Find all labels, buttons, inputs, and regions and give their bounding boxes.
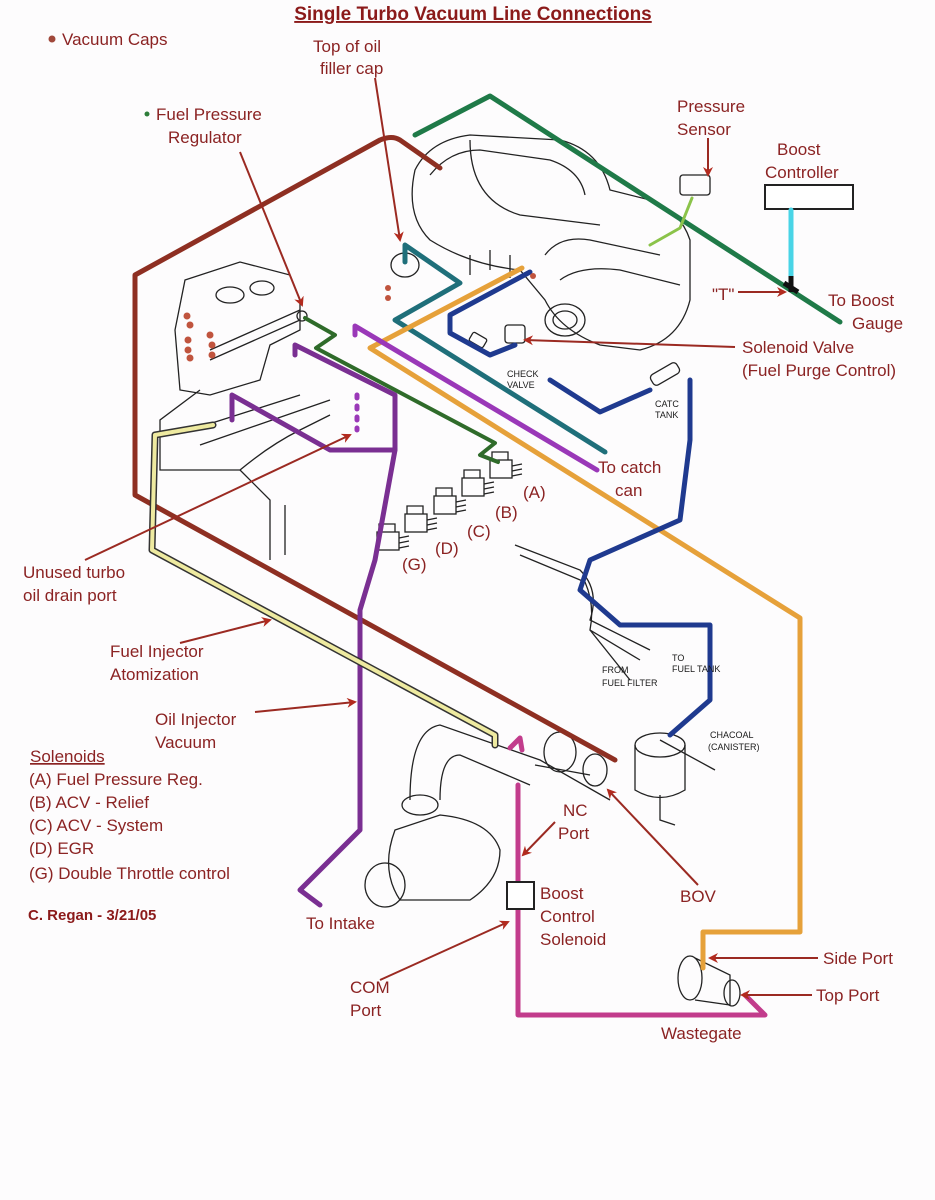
solenoid-legend-a: (A) Fuel Pressure Reg. <box>29 770 203 789</box>
hose-purple-catch-can <box>352 323 600 473</box>
charcoal-canister-sketch <box>634 732 716 826</box>
hose-purple-oil-injector <box>292 342 398 908</box>
label-bcs-1: Boost <box>540 884 584 903</box>
vacuum-cap-dots <box>183 273 536 362</box>
solenoid-legend-g: (G) Double Throttle control <box>29 864 230 883</box>
label-boost-controller-2: Controller <box>765 163 839 182</box>
hose-lime-pressure-sensor <box>648 196 694 247</box>
label-solenoid-valve-2: (Fuel Purge Control) <box>742 361 896 380</box>
label-tee: "T" <box>712 285 734 304</box>
label-unused-turbo-1: Unused turbo <box>23 563 125 582</box>
hose-purple-injector-feed <box>229 392 398 453</box>
label-to-catch-can-1: To catch <box>598 458 661 477</box>
solenoid-legend-c: (C) ACV - System <box>29 816 163 835</box>
fpr-bullet-icon <box>144 111 150 117</box>
label-bcs-2: Control <box>540 907 595 926</box>
label-charcoal-1: CHACOAL <box>710 730 754 740</box>
label-to-catch-can-2: can <box>615 481 642 500</box>
label-solenoid-g: (G) <box>402 555 427 574</box>
label-pressure-sensor-1: Pressure <box>677 97 745 116</box>
legend-fpr-line2: Regulator <box>168 128 242 147</box>
label-side-port: Side Port <box>823 949 893 968</box>
hose-teal-oil-filler <box>392 242 608 455</box>
label-bcs-3: Solenoid <box>540 930 606 949</box>
label-solenoid-b: (B) <box>495 503 518 522</box>
label-com-port-1: COM <box>350 978 390 997</box>
tee-fitting-icon <box>782 276 800 295</box>
label-unused-turbo-2: oil drain port <box>23 586 117 605</box>
label-catch-tank-1: CATC <box>655 399 679 409</box>
vacuum-cap-bullet-icon <box>48 35 56 43</box>
label-solenoid-a: (A) <box>523 483 546 502</box>
solenoid-legend-d: (D) EGR <box>29 839 94 858</box>
intake-manifold-sketch <box>411 134 691 351</box>
label-oil-filler-2: filler cap <box>320 59 383 78</box>
fuel-lines-sketch <box>514 544 651 681</box>
label-fuel-injector-1: Fuel Injector <box>110 642 204 661</box>
hose-yellow-atomization <box>148 421 499 749</box>
hose-navy-purge <box>447 269 713 738</box>
hose-green-boost-gauge <box>412 93 843 325</box>
label-to-boost-gauge-1: To Boost <box>828 291 894 310</box>
label-solenoid-d: (D) <box>435 539 459 558</box>
label-solenoid-c: (C) <box>467 522 491 541</box>
label-pressure-sensor-2: Sensor <box>677 120 731 139</box>
label-solenoid-valve-1: Solenoid Valve <box>742 338 854 357</box>
label-oil-filler-1: Top of oil <box>313 37 381 56</box>
hose-orange-wastegate <box>367 265 803 971</box>
solenoids-heading: Solenoids <box>30 747 105 766</box>
label-bov: BOV <box>680 887 717 906</box>
legend-vacuum-caps: Vacuum Caps <box>62 30 168 49</box>
label-oil-injector-2: Vacuum <box>155 733 216 752</box>
pointer-arrows <box>84 77 818 1000</box>
label-fuel-injector-2: Atomization <box>110 665 199 684</box>
label-from-fuel-filter-1: FROM <box>602 665 629 675</box>
label-catch-tank-2: TANK <box>655 410 678 420</box>
label-nc-port-1: NC <box>563 801 588 820</box>
label-boost-controller-1: Boost <box>777 140 821 159</box>
label-check-valve-1: CHECK <box>507 369 539 379</box>
diagram-title: Single Turbo Vacuum Line Connections <box>294 4 652 25</box>
label-oil-injector-1: Oil Injector <box>155 710 237 729</box>
legend-fpr-line1: Fuel Pressure <box>156 105 262 124</box>
label-check-valve-2: VALVE <box>507 380 535 390</box>
hose-dark-green-fpr <box>303 316 500 464</box>
wastegate-sketch <box>677 955 741 1007</box>
solenoid-bank <box>376 451 523 551</box>
author-credit: C. Regan - 3/21/05 <box>28 907 156 924</box>
label-to-intake: To Intake <box>306 914 375 933</box>
hose-red-brown <box>132 135 618 763</box>
label-to-fuel-tank-2: FUEL TANK <box>672 664 720 674</box>
boost-control-solenoid-box <box>506 881 535 910</box>
label-from-fuel-filter-2: FUEL FILTER <box>602 678 658 688</box>
hose-yellow-fill <box>150 423 497 747</box>
label-com-port-2: Port <box>350 1001 381 1020</box>
label-nc-port-2: Port <box>558 824 589 843</box>
label-to-boost-gauge-2: Gauge <box>852 314 903 333</box>
label-wastegate: Wastegate <box>661 1024 742 1043</box>
turbo-intake-sketch <box>364 724 611 908</box>
solenoid-legend-b: (B) ACV - Relief <box>29 793 149 812</box>
engine-block-sketch <box>159 261 331 560</box>
label-charcoal-2: (CANISTER) <box>708 742 760 752</box>
label-to-fuel-tank-1: TO <box>672 653 684 663</box>
label-top-port: Top Port <box>816 986 880 1005</box>
component-sketches <box>296 174 711 386</box>
boost-controller-box <box>764 184 854 210</box>
